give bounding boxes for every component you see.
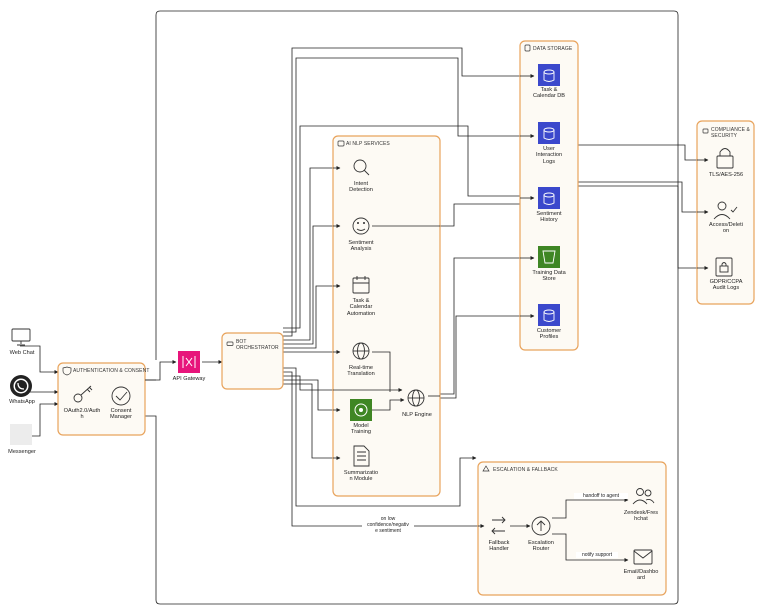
edge-storage-gdpr — [578, 185, 709, 270]
edge-bot-history — [283, 125, 535, 329]
group-title-auth: AUTHENTICATION & CONSENT — [73, 368, 150, 374]
logs-db-icon — [538, 122, 560, 144]
tls-label: TLS/AES-256 — [708, 172, 744, 178]
edge-bot-model — [283, 379, 341, 412]
lock-icon — [702, 128, 709, 134]
globe-icon — [352, 342, 370, 360]
edge-bot-escalation — [283, 367, 477, 507]
api-gateway-icon — [178, 351, 200, 373]
nlp-icons — [352, 159, 425, 467]
engine-globe-icon — [407, 389, 425, 407]
task-db-icon — [538, 64, 560, 86]
taskdb-label: Task &Calendar DB — [532, 87, 566, 100]
bot-icon — [226, 341, 234, 346]
profiles-db-icon — [538, 304, 560, 326]
webchat-label: Web Chat — [9, 350, 35, 356]
bucket-icon — [538, 246, 560, 268]
monitor-icon — [11, 328, 31, 346]
mail-icon — [633, 549, 653, 565]
refresh-icon — [491, 516, 506, 535]
edges — [20, 10, 709, 605]
notify-edge-label: notify support — [576, 552, 618, 558]
edge-bot-task — [283, 284, 341, 349]
user-check-icon — [713, 201, 738, 220]
group-title-escalation: ESCALATION & FALLBACK — [493, 467, 558, 473]
users-icon — [632, 488, 655, 505]
calendar-icon — [352, 276, 370, 294]
edge-storage-access — [578, 181, 709, 214]
edge-bot-sentiment — [283, 224, 341, 345]
group-bot — [221, 332, 284, 390]
group-title-nlp: AI NLP SERVICES — [346, 141, 390, 147]
model-training-icon — [350, 399, 372, 421]
smile-icon — [352, 217, 370, 235]
group-title-storage: DATA STORAGE — [533, 46, 573, 52]
key-icon — [73, 385, 93, 403]
edge-webchat-auth — [20, 345, 59, 374]
audit-lock-icon — [715, 257, 733, 277]
warning-icon — [482, 465, 490, 472]
group-icons — [62, 44, 709, 472]
edge-storage-tls — [578, 144, 709, 162]
edge-engine-profiles — [428, 314, 535, 399]
messenger-icon — [10, 424, 32, 445]
document-icon — [353, 445, 370, 467]
group-compliance — [696, 120, 755, 305]
router-icon — [531, 516, 551, 536]
channel-icons — [11, 328, 31, 346]
compliance-icons — [713, 148, 738, 277]
edge-consent-escalation-loop — [145, 10, 679, 605]
padlock-icon — [716, 148, 734, 169]
group-title-compliance: COMPLIANCE &SECURITY — [711, 127, 750, 139]
edge-engine-training — [428, 256, 535, 395]
gateway-label: API Gateway — [172, 376, 206, 382]
engine-label: NLP Engine — [402, 412, 432, 418]
handoff-edge-label: handoff to agent — [574, 493, 628, 499]
edge-bot-taskdb — [283, 47, 535, 337]
whatsapp-icon — [10, 375, 32, 397]
database-icon — [524, 44, 531, 52]
messenger-label: Messenger — [8, 449, 36, 455]
check-circle-icon — [111, 386, 131, 406]
shield-icon — [62, 366, 72, 376]
edge-bot-logs — [283, 57, 535, 333]
edge-bot-summ — [283, 383, 341, 460]
group-auth — [57, 362, 146, 436]
nlp-icon — [337, 140, 345, 147]
edge-bot-intent — [283, 166, 341, 341]
whatsapp-label: WhatsApp — [9, 399, 35, 405]
search-icon — [353, 159, 370, 176]
escalation-icons — [491, 488, 655, 565]
history-db-icon — [538, 187, 560, 209]
